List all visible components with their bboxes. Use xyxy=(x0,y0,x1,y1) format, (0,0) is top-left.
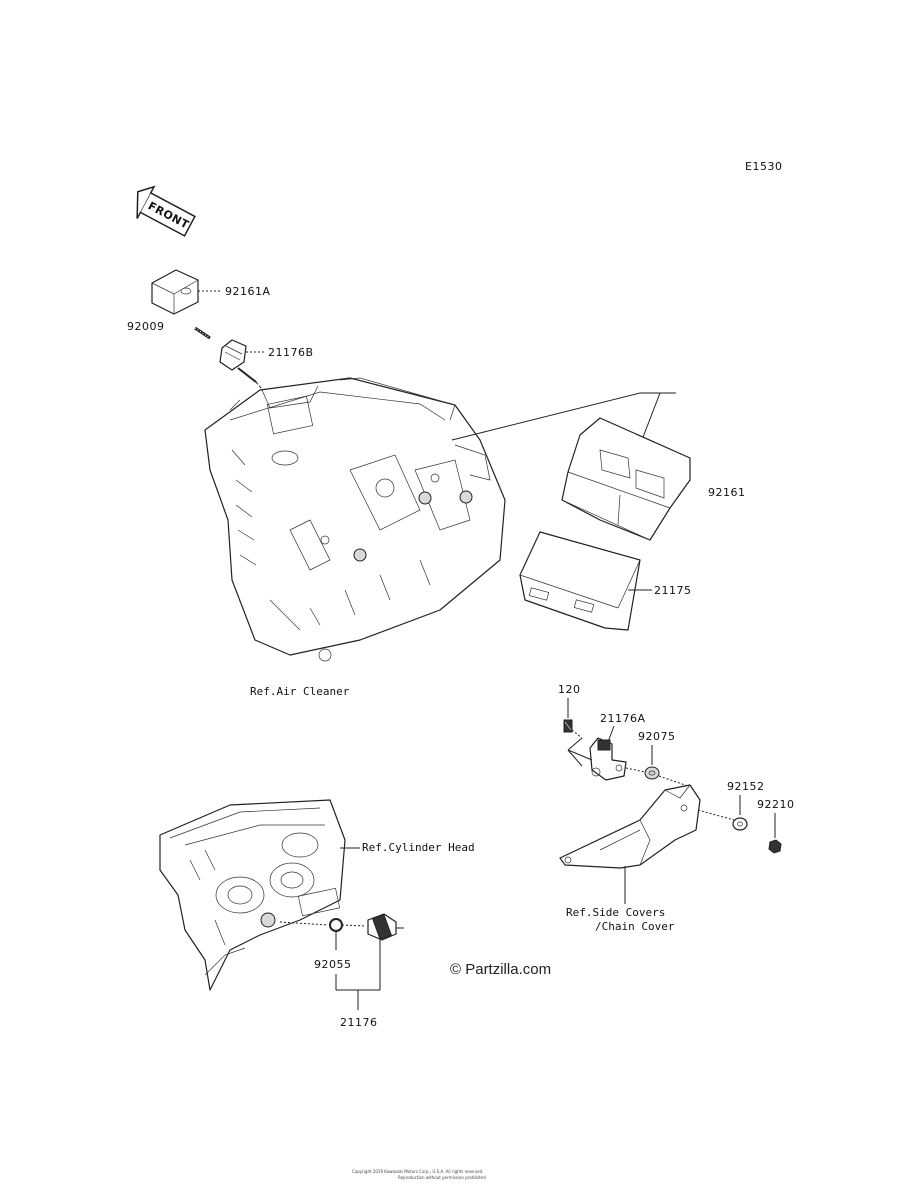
label-21176: 21176 xyxy=(340,1016,378,1029)
part-21176-sensor xyxy=(367,913,404,941)
ref-chain-cover: /Chain Cover xyxy=(595,920,675,933)
part-21175-ecu xyxy=(519,531,641,631)
ref-cylinder-head: Ref.Cylinder Head xyxy=(362,841,475,854)
part-21176A-sensor xyxy=(589,737,627,781)
side-cover-bracket xyxy=(559,784,701,869)
ref-side-covers: Ref.Side Covers xyxy=(566,906,665,919)
watermark: © Partzilla.com xyxy=(450,961,551,978)
air-cleaner-housing xyxy=(204,377,506,662)
label-120: 120 xyxy=(558,683,581,696)
part-92161-ecu-cover xyxy=(561,417,691,541)
part-92210-nut xyxy=(768,839,782,854)
label-21176B: 21176B xyxy=(268,346,314,359)
label-21176A: 21176A xyxy=(600,712,646,725)
part-120-bolt xyxy=(563,719,573,733)
part-92009-screw xyxy=(194,326,211,340)
ref-air-cleaner: Ref.Air Cleaner xyxy=(250,685,350,698)
part-92075-grommet xyxy=(644,766,660,780)
label-21175: 21175 xyxy=(654,584,692,597)
label-92075: 92075 xyxy=(638,730,676,743)
label-92055: 92055 xyxy=(314,958,352,971)
part-92161A-rubber xyxy=(151,269,199,315)
label-92009: 92009 xyxy=(127,320,165,333)
cylinder-head xyxy=(159,799,346,991)
part-92152-collar xyxy=(732,817,748,831)
label-92161: 92161 xyxy=(708,486,746,499)
footer-line-1: Copyright 2019 Kawasaki Motors Corp., U.… xyxy=(352,1169,483,1174)
part-92055-o-ring xyxy=(329,918,343,932)
part-21176B-sensor xyxy=(219,339,257,383)
diagram-code: E1530 xyxy=(745,160,782,173)
front-arrow-icon: FRONT xyxy=(136,185,196,237)
label-92210: 92210 xyxy=(757,798,795,811)
footer-line-2: Reproduction without permission prohibit… xyxy=(398,1175,487,1180)
label-92161A: 92161A xyxy=(225,285,271,298)
label-92152: 92152 xyxy=(727,780,765,793)
